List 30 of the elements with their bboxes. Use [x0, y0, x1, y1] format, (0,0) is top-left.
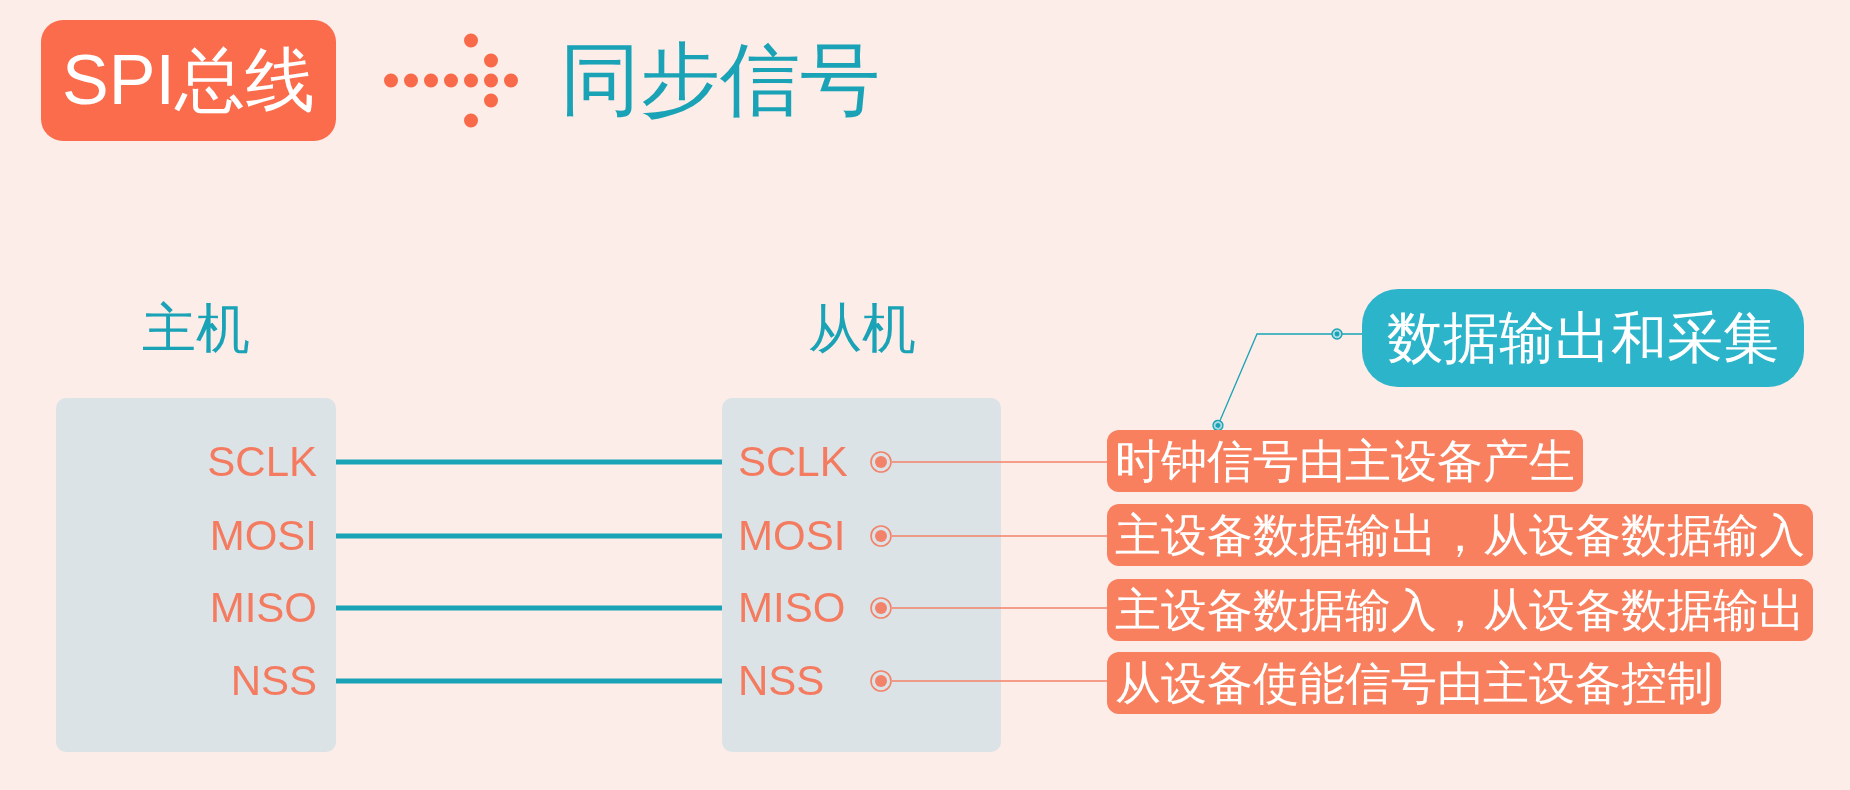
leader-line	[891, 535, 1108, 537]
pin-label: SCLK	[207, 438, 336, 486]
device-label: 从机	[806, 297, 917, 360]
pin-label: SCLK	[722, 438, 848, 486]
ring-icon	[870, 525, 892, 547]
leader-line	[891, 680, 1108, 682]
note-box: 主设备数据输入，从设备数据输出	[1107, 579, 1813, 641]
ring-icon	[870, 451, 892, 473]
pin-label: NSS	[230, 657, 336, 705]
pin-label: MOSI	[722, 512, 846, 560]
pill-badge: 数据输出和采集	[1362, 289, 1804, 387]
note-box: 时钟信号由主设备产生	[1107, 430, 1583, 492]
heading: 同步信号	[520, 30, 880, 130]
signal-line	[336, 459, 722, 465]
leader-line	[891, 607, 1108, 609]
leader-line	[1212, 328, 1363, 432]
pin-label: NSS	[722, 657, 825, 705]
ring-icon	[870, 597, 892, 619]
pin-label: MOSI	[209, 512, 336, 560]
signal-line	[336, 605, 722, 611]
note-box: 主设备数据输出，从设备数据输入	[1107, 504, 1813, 566]
device-label: 主机	[141, 297, 251, 360]
signal-line	[336, 678, 722, 684]
ring-icon	[870, 670, 892, 692]
pin-label: MISO	[722, 584, 846, 632]
pin-label: MISO	[209, 584, 336, 632]
title-badge: SPI总线	[41, 20, 336, 141]
signal-line	[336, 533, 722, 539]
leader-line	[891, 461, 1108, 463]
note-box: 从设备使能信号由主设备控制	[1107, 652, 1721, 714]
